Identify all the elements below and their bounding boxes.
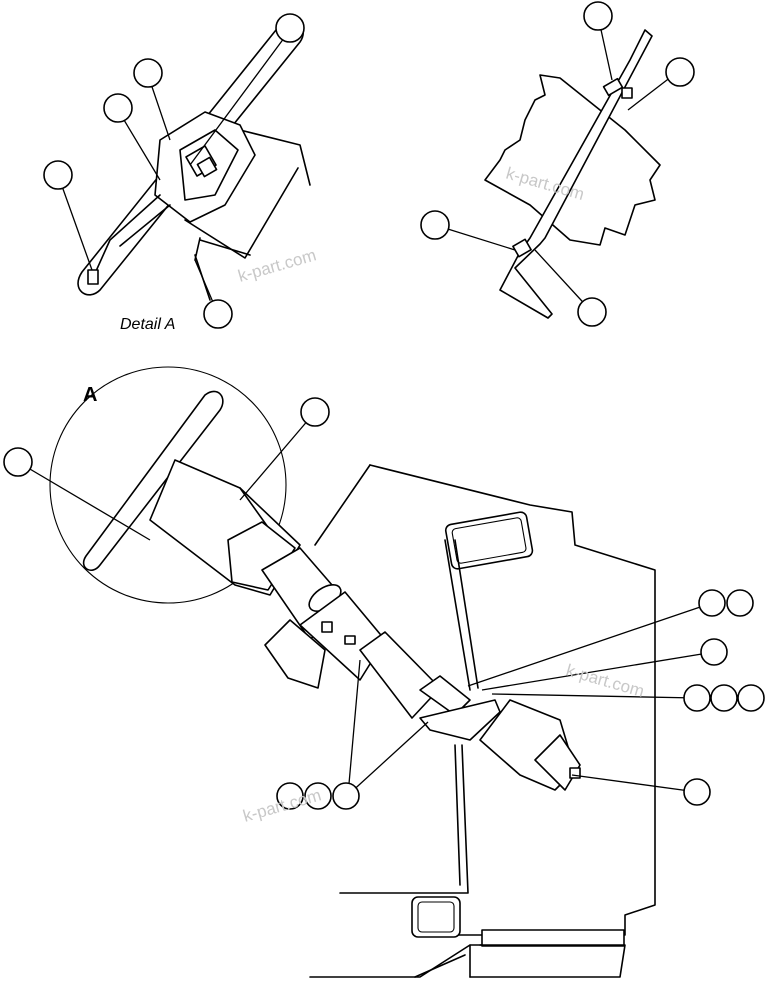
callout-bubble (698, 589, 726, 617)
callout-bubble (700, 638, 728, 666)
callout-bubble (737, 684, 765, 712)
callout-bubble (276, 782, 304, 810)
panel-outline (484, 74, 661, 246)
callout-bubble (304, 782, 332, 810)
callout-bubble (420, 210, 450, 240)
callout-bubble (203, 299, 233, 329)
main-assembly-view (49, 366, 656, 978)
callout-bubble (726, 589, 754, 617)
callout-bubble (665, 57, 695, 87)
view-letter-a: A (83, 384, 97, 406)
callout-bubble (332, 782, 360, 810)
callout-bubble (3, 447, 33, 477)
callout-bubble (710, 684, 738, 712)
callout-bubble (103, 93, 133, 123)
bracket-detail-view (484, 29, 661, 319)
callout-bubble (300, 397, 330, 427)
cab-outline (369, 464, 656, 936)
callout-bubble (683, 778, 711, 806)
callout-bubbles (3, 1, 765, 810)
callout-bubble (43, 160, 73, 190)
mounting-strap (499, 29, 653, 319)
callout-bubble (133, 58, 163, 88)
watermark: k-part.com (564, 661, 646, 701)
callout-bubble (577, 297, 607, 327)
column-bracket (419, 699, 501, 741)
detail-a-circle (49, 366, 287, 604)
main-steering-wheel (82, 390, 224, 571)
detail-a-label: Detail A (120, 316, 175, 333)
callout-bubble (583, 1, 613, 31)
callout-bubble (275, 13, 305, 43)
callout-bubble (683, 684, 711, 712)
